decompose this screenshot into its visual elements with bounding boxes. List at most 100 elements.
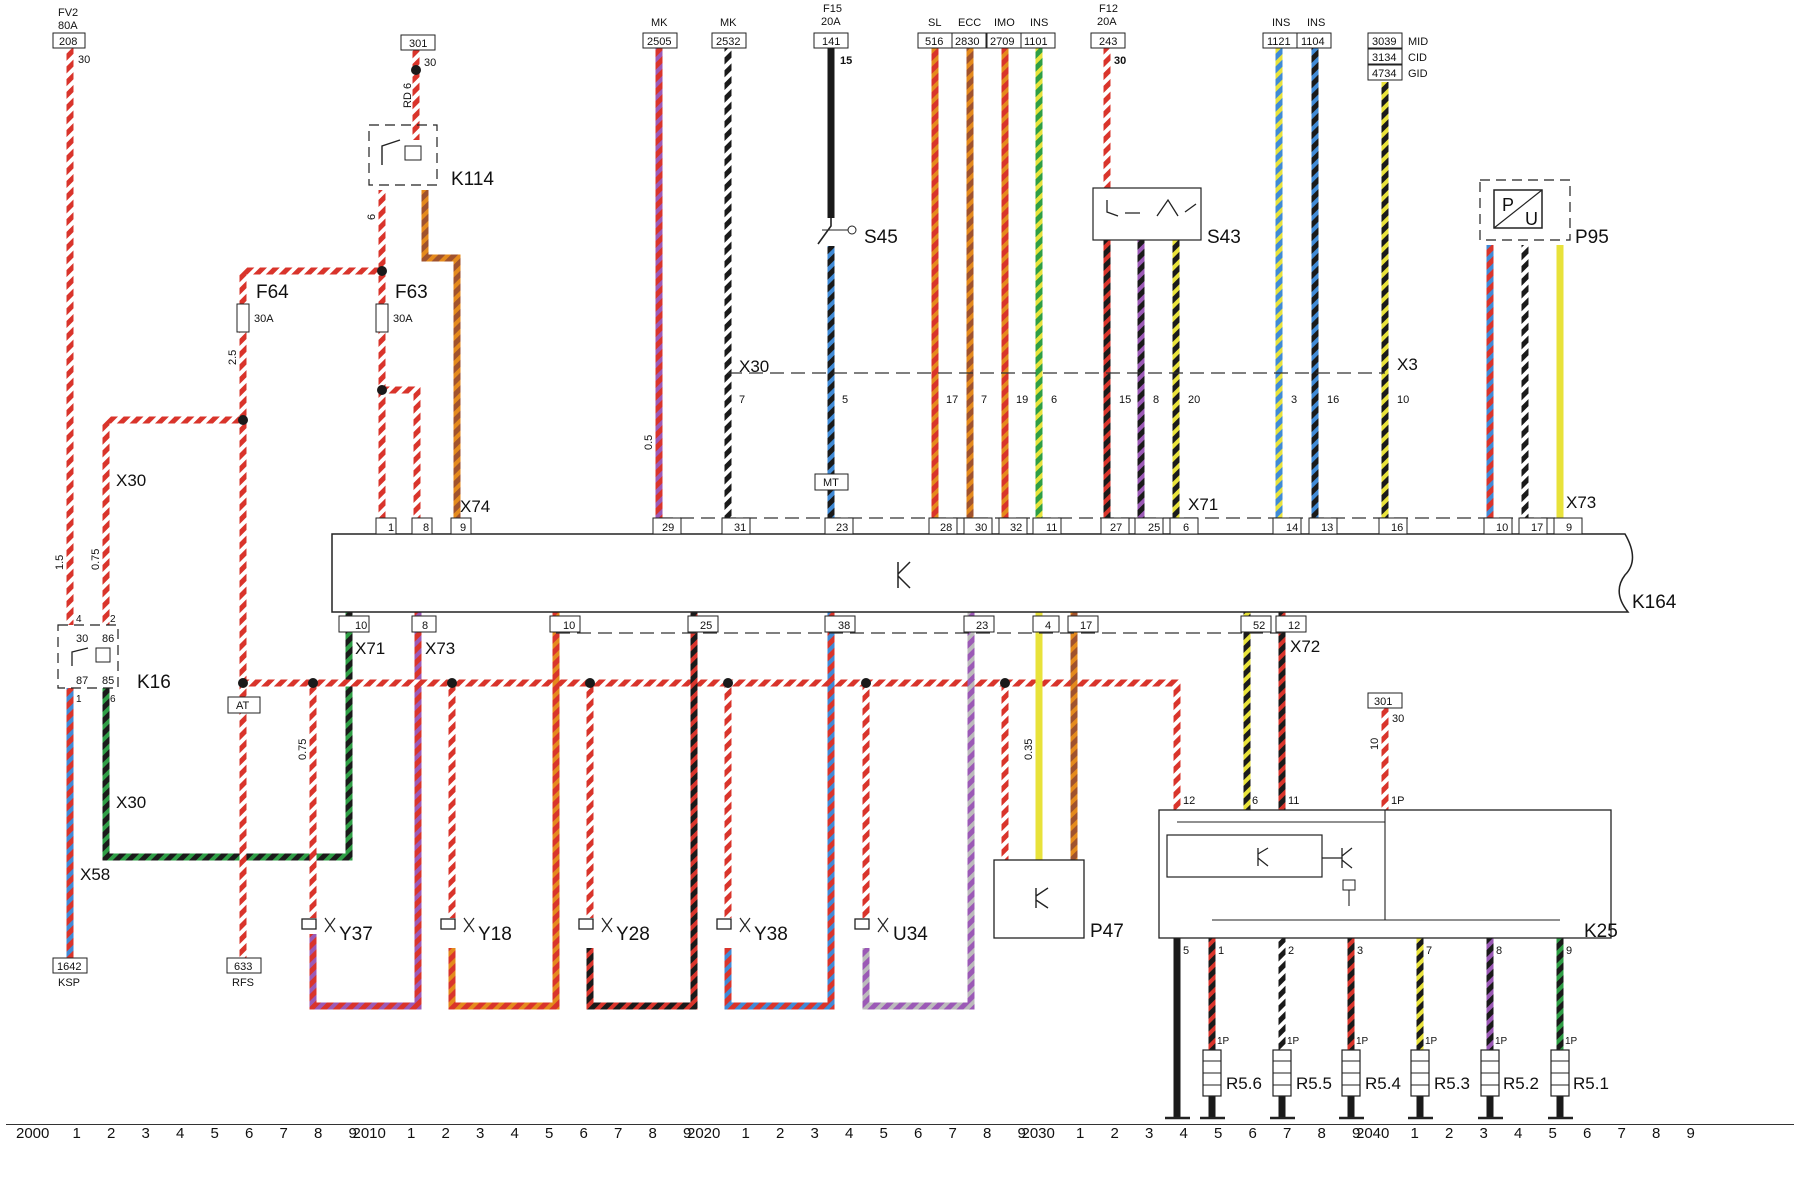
terminal-label: CID	[1408, 52, 1427, 64]
wire-u34-2	[862, 612, 975, 1010]
terminal-label: IMO	[994, 17, 1015, 29]
wire-r-ground	[1208, 1096, 1564, 1118]
k25-pin: 9	[1566, 945, 1572, 957]
scale-digit: 5	[1214, 1125, 1222, 1142]
f63-fuse	[375, 303, 389, 333]
k25-module: K25	[1158, 809, 1618, 942]
k25-pin: 2	[1288, 945, 1294, 957]
scale-digit: 6	[1249, 1125, 1257, 1142]
terminal-id: 1104	[1301, 36, 1325, 48]
solenoids: Y37 Y18 Y28 Y38 U34	[301, 917, 928, 945]
terminal-label: SL	[928, 17, 941, 29]
wire-size: 10	[1369, 738, 1381, 750]
k25-pin: 12	[1183, 795, 1195, 807]
wire-size: 6	[366, 214, 378, 220]
terminal-pin: 30	[1392, 713, 1404, 725]
scale-digit: 5	[545, 1125, 553, 1142]
at-label: AT	[236, 700, 250, 712]
p95-u: U	[1525, 209, 1538, 229]
scale-decade: 2000	[16, 1125, 49, 1142]
scale-digit: 4	[845, 1125, 853, 1142]
terminal-id: 3039	[1372, 36, 1396, 48]
k164-top-pins: 1 8 9 29 31 23 28 30 32 11 27 25 6 14 13…	[375, 517, 1583, 535]
scale-digit: 4	[1180, 1125, 1188, 1142]
y28-label: Y28	[616, 924, 650, 945]
terminal-id: 141	[822, 36, 840, 48]
terminal-sub: 80A	[58, 20, 78, 32]
r56-label: R5.6	[1226, 1074, 1262, 1093]
terminal-label: F15	[823, 3, 842, 15]
y37-label: Y37	[339, 924, 373, 945]
mt-label: MT	[823, 477, 839, 489]
k25-pin: 3	[1357, 945, 1363, 957]
terminal-label: KSP	[58, 977, 80, 989]
k164-pin: 25	[700, 620, 712, 632]
terminal-label: F12	[1099, 3, 1118, 15]
resistor-pin: 1P	[1356, 1036, 1369, 1047]
k164-pin: 12	[1288, 620, 1300, 632]
k164-pin: 1	[388, 522, 394, 534]
k164-pin: 8	[422, 620, 428, 632]
scale-digit: 2	[442, 1125, 450, 1142]
terminal-id: 4734	[1372, 68, 1396, 80]
resistor-pin: 1P	[1425, 1036, 1438, 1047]
k164-bottom-pins: 10 8 10 25 38 23 4 17 52 12	[338, 615, 1307, 633]
scale-digit: 6	[914, 1125, 922, 1142]
k164-label: K164	[1632, 592, 1677, 613]
scale-digit: 6	[580, 1125, 588, 1142]
k164-pin: 4	[1045, 620, 1051, 632]
wire-size: 2.5	[227, 350, 239, 365]
terminal-label: INS	[1307, 17, 1325, 29]
x71-label: X71	[355, 639, 385, 658]
wire-y18-2	[448, 612, 560, 1010]
terminal-label: MK	[720, 17, 737, 29]
r53-label: R5.3	[1434, 1074, 1470, 1093]
k164-pin: 17	[1531, 522, 1543, 534]
k114-relay: K114	[368, 124, 494, 190]
k164-pin: 8	[423, 522, 429, 534]
x30-pin: 8	[1153, 394, 1159, 406]
resistor-pin: 1P	[1565, 1036, 1578, 1047]
k164-pin: 11	[1046, 522, 1057, 534]
p95-sensor: P U P95	[1479, 179, 1609, 248]
k25-pin: 1	[1218, 945, 1224, 957]
wire-size: 0.5	[643, 435, 655, 450]
scale-digit: 7	[1618, 1125, 1626, 1142]
terminal-id: 1642	[57, 961, 81, 973]
wire-y38-2	[724, 612, 835, 1010]
f63-rating: 30A	[393, 313, 413, 325]
k16-pin: 86	[102, 633, 114, 645]
terminal-id: 2505	[647, 36, 671, 48]
terminal-pin: 30	[78, 54, 90, 66]
scale-digit: 9	[1687, 1125, 1695, 1142]
f64-rating: 30A	[254, 313, 274, 325]
diagram-frame	[6, 1124, 1794, 1125]
k164-pin: 17	[1080, 620, 1092, 632]
terminal-id: 208	[59, 36, 77, 48]
wire-k16-85-x30	[102, 620, 353, 861]
terminal-label: ECC	[958, 17, 981, 29]
p47-label: P47	[1090, 921, 1124, 942]
k25-pins: 12 6 11 1P 5 1 2 3 7 8 9	[1183, 795, 1572, 957]
terminal-id: 301	[1374, 696, 1392, 708]
p95-label: P95	[1575, 227, 1609, 248]
terminal-pin: 15	[840, 55, 852, 67]
scale-digit: 4	[511, 1125, 519, 1142]
top-terminals: FV2 80A 208 30 301 30 RD 6 MK 2505 MK 25…	[52, 3, 1428, 108]
k25-pin: 8	[1496, 945, 1502, 957]
terminal-id: 2830	[955, 36, 979, 48]
k25-label: K25	[1584, 921, 1618, 942]
scale-decade: 2040	[1356, 1125, 1389, 1142]
wire-size: 0.75	[297, 739, 309, 760]
k25-pin: 7	[1426, 945, 1432, 957]
s43-switch: S43	[1092, 187, 1241, 248]
x30-pins: 7 5 17 7 19 6 15 8 20 3 16 10	[739, 394, 1409, 406]
fuses: F64 F63 30A 30A	[236, 282, 428, 333]
k16-label: K16	[137, 672, 171, 693]
terminal-sub: 20A	[821, 16, 841, 28]
scale-digit: 6	[1583, 1125, 1591, 1142]
connector-labels: X30 X30 X30 X74 X71 X71 X73 X73 X3 X72 X…	[80, 355, 1596, 884]
wire-k114-x74	[421, 190, 461, 532]
x73-label: X73	[1566, 493, 1596, 512]
r52-label: R5.2	[1503, 1074, 1539, 1093]
